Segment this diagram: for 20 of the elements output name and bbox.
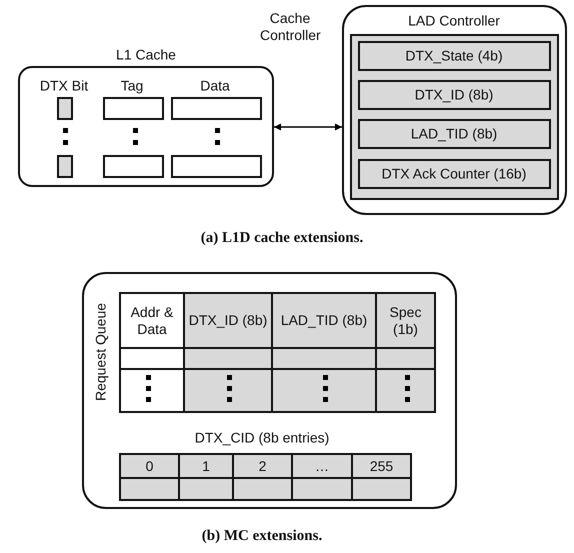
table-title: DTX_CID (8b entries): [194, 430, 330, 446]
figure-caption: (b) MC extensions.: [202, 528, 322, 545]
table-cell: 255: [351, 453, 412, 479]
vertical-label: Request Queue: [92, 302, 110, 402]
double-arrow: [274, 124, 342, 130]
box-title: Cache Controller: [260, 10, 320, 44]
panel-title: LAD Controller: [408, 12, 500, 30]
field-label: DTX_State (4b): [405, 48, 503, 64]
table-cell: DTX_ID (8b): [183, 292, 273, 349]
figure-caption: (a) L1D cache extensions.: [200, 230, 364, 247]
field-label: DTX_ID (8b): [414, 86, 494, 104]
table-cell: Spec (1b): [375, 292, 436, 349]
field-label: DTX Ack Counter (16b): [382, 166, 526, 182]
column-header: Tag: [120, 78, 144, 94]
column-header: DTX Bit: [40, 78, 88, 94]
table-cell: LAD_TID (8b): [271, 292, 377, 349]
field-label: LAD_TID (8b): [410, 126, 498, 142]
table-cell: Addr & Data: [119, 292, 185, 349]
box-title: L1 Cache: [116, 46, 176, 64]
column-header: Data: [200, 78, 230, 94]
